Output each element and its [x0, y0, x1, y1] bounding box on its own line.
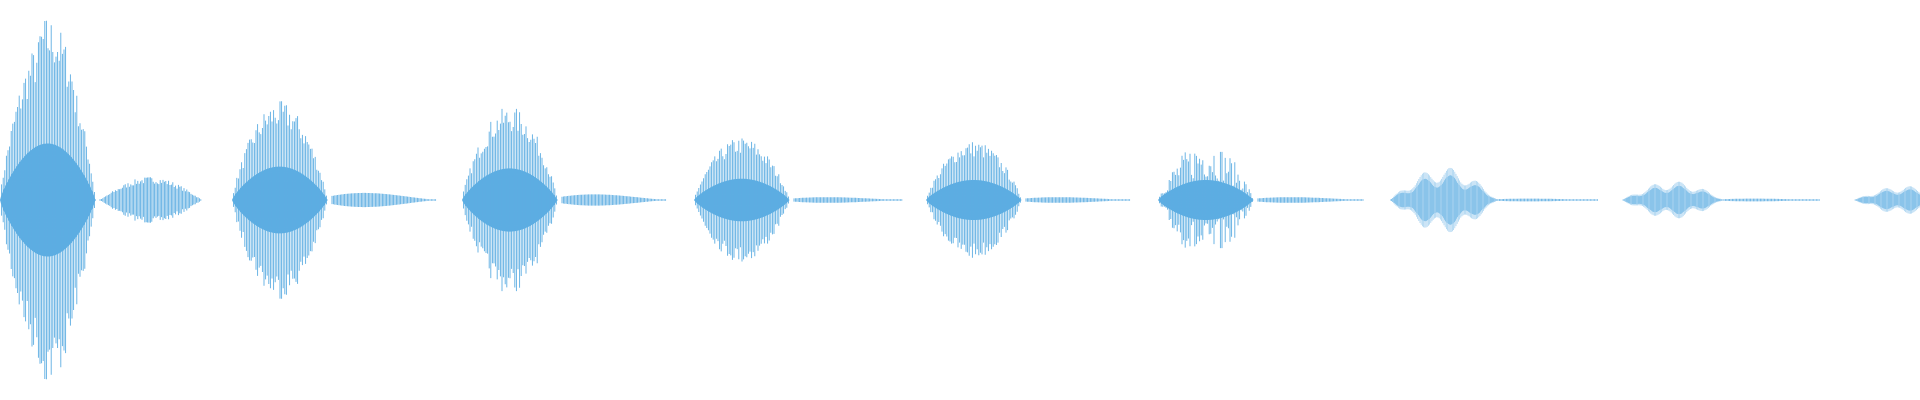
waveform-tail — [1497, 198, 1598, 202]
waveform-segment — [694, 138, 903, 262]
waveform-segment — [232, 101, 437, 299]
waveform-oscillation — [1, 20, 95, 380]
waveform-segment — [462, 108, 667, 292]
waveform-segment — [1622, 181, 1820, 219]
waveform-tail — [1025, 197, 1131, 203]
waveform-segment — [926, 142, 1131, 258]
waveform-oscillation — [1390, 167, 1498, 233]
waveform-oscillation — [1159, 151, 1253, 249]
waveform-oscillation — [1622, 181, 1724, 219]
waveform-segment — [1854, 186, 1920, 214]
waveform-segment — [1158, 151, 1364, 249]
waveform-oscillation — [695, 138, 789, 262]
waveform-tail — [1257, 197, 1364, 203]
waveform-tail — [793, 197, 903, 203]
waveform-tail — [331, 192, 437, 208]
waveform-oscillation — [463, 108, 557, 292]
waveform-tail — [99, 177, 202, 223]
waveform-segment — [0, 20, 202, 380]
waveform-oscillation — [1854, 186, 1920, 214]
waveform-tail — [561, 194, 667, 206]
waveform-tail — [1723, 198, 1820, 202]
waveform-segment — [1390, 167, 1598, 233]
waveform-oscillation — [233, 101, 327, 299]
waveform-oscillation — [927, 142, 1021, 258]
